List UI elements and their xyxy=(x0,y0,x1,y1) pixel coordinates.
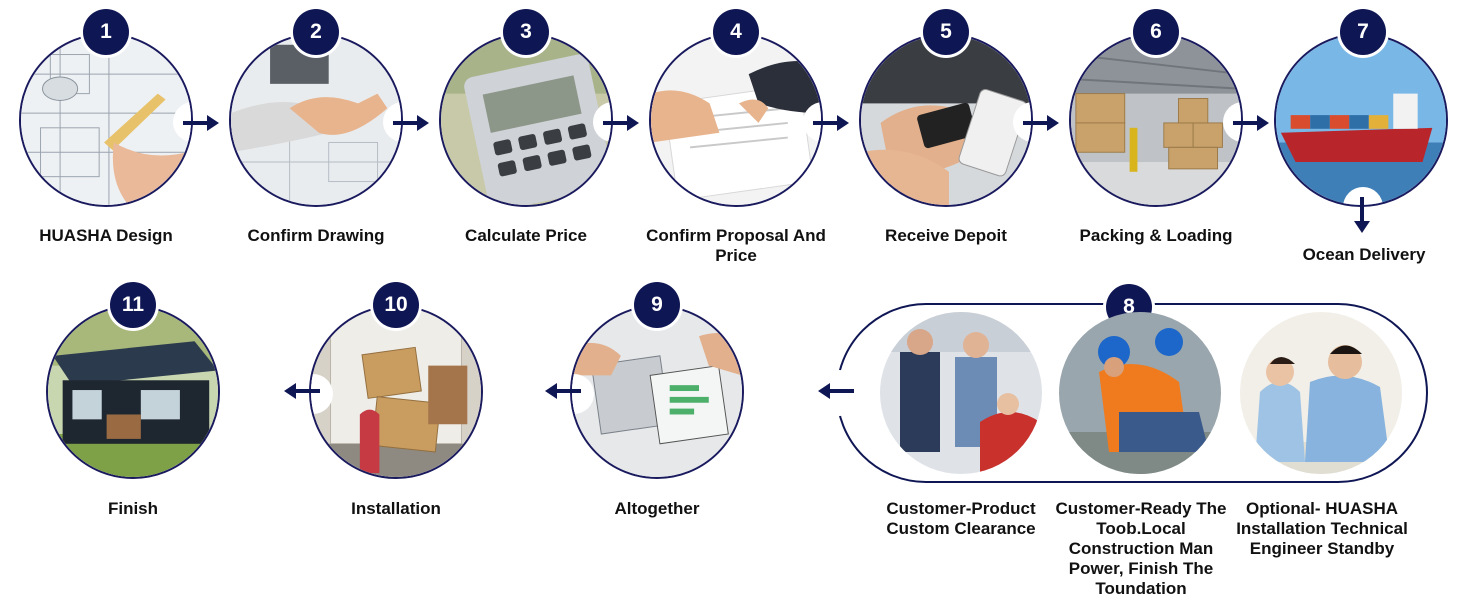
step-8-image-3 xyxy=(1240,312,1402,474)
step-badge: 3 xyxy=(503,9,549,55)
step-8-image-1 xyxy=(880,312,1042,474)
step-label: HUASHA Design xyxy=(39,226,173,245)
step-8-item-label: Optional- HUASHA Installation Technical … xyxy=(1236,499,1408,558)
step-11-image xyxy=(46,305,220,479)
customs-clearance-photo xyxy=(880,312,1042,474)
step-label: Confirm Proposal And Price xyxy=(646,226,826,265)
step-badge: 9 xyxy=(634,282,680,328)
step-badge: 4 xyxy=(713,9,759,55)
step-label: Calculate Price xyxy=(465,226,587,245)
cargo-ship-photo xyxy=(1276,35,1446,205)
step-label: Altogether xyxy=(614,499,700,518)
arrow-down-icon xyxy=(1354,197,1370,233)
step-9-image xyxy=(570,305,744,479)
laptops-teamwork-photo xyxy=(572,307,742,477)
step-label: Ocean Delivery xyxy=(1302,245,1426,264)
finished-house-photo xyxy=(48,307,218,477)
step-badge: 1 xyxy=(83,9,129,55)
arrow-left-icon xyxy=(545,383,581,399)
handshake-photo xyxy=(231,35,401,205)
step-2-image xyxy=(229,33,403,207)
step-8-item-label: Customer-Ready The Toob.Local Constructi… xyxy=(1055,499,1227,598)
step-badge: 2 xyxy=(293,9,339,55)
step-8-image-2 xyxy=(1059,312,1221,474)
step-badge: 11 xyxy=(110,282,156,328)
step-1-image xyxy=(19,33,193,207)
arrow-left-icon xyxy=(284,383,320,399)
warehouse-boxes-photo xyxy=(1071,35,1241,205)
step-badge: 7 xyxy=(1340,9,1386,55)
step-6-image xyxy=(1069,33,1243,207)
step-label: Packing & Loading xyxy=(1079,226,1233,245)
step-badge: 10 xyxy=(373,282,419,328)
arrow-right-icon xyxy=(603,115,639,131)
arrow-right-icon xyxy=(1023,115,1059,131)
arrow-right-icon xyxy=(1233,115,1269,131)
arrow-right-icon xyxy=(393,115,429,131)
card-payment-photo xyxy=(861,35,1031,205)
step-label: Finish xyxy=(107,499,159,518)
step-label: Receive Depoit xyxy=(885,226,1007,245)
arrow-left-icon xyxy=(818,383,854,399)
signing-contract-photo xyxy=(651,35,821,205)
step-4-image xyxy=(649,33,823,207)
step-5-image xyxy=(859,33,1033,207)
step-7-image xyxy=(1274,33,1448,207)
construction-workers-photo xyxy=(1059,312,1221,474)
step-8-item-label: Customer-Product Custom Clearance xyxy=(886,499,1036,538)
step-badge: 6 xyxy=(1133,9,1179,55)
moving-boxes-photo xyxy=(311,307,481,477)
engineer-standby-photo xyxy=(1240,312,1402,474)
arrow-right-icon xyxy=(183,115,219,131)
calculator-photo xyxy=(441,35,611,205)
step-label: Confirm Drawing xyxy=(247,226,385,245)
step-3-image xyxy=(439,33,613,207)
step-badge: 5 xyxy=(923,9,969,55)
step-10-image xyxy=(309,305,483,479)
step-label: Installation xyxy=(351,499,441,518)
design-drawing-photo xyxy=(21,35,191,205)
arrow-right-icon xyxy=(813,115,849,131)
